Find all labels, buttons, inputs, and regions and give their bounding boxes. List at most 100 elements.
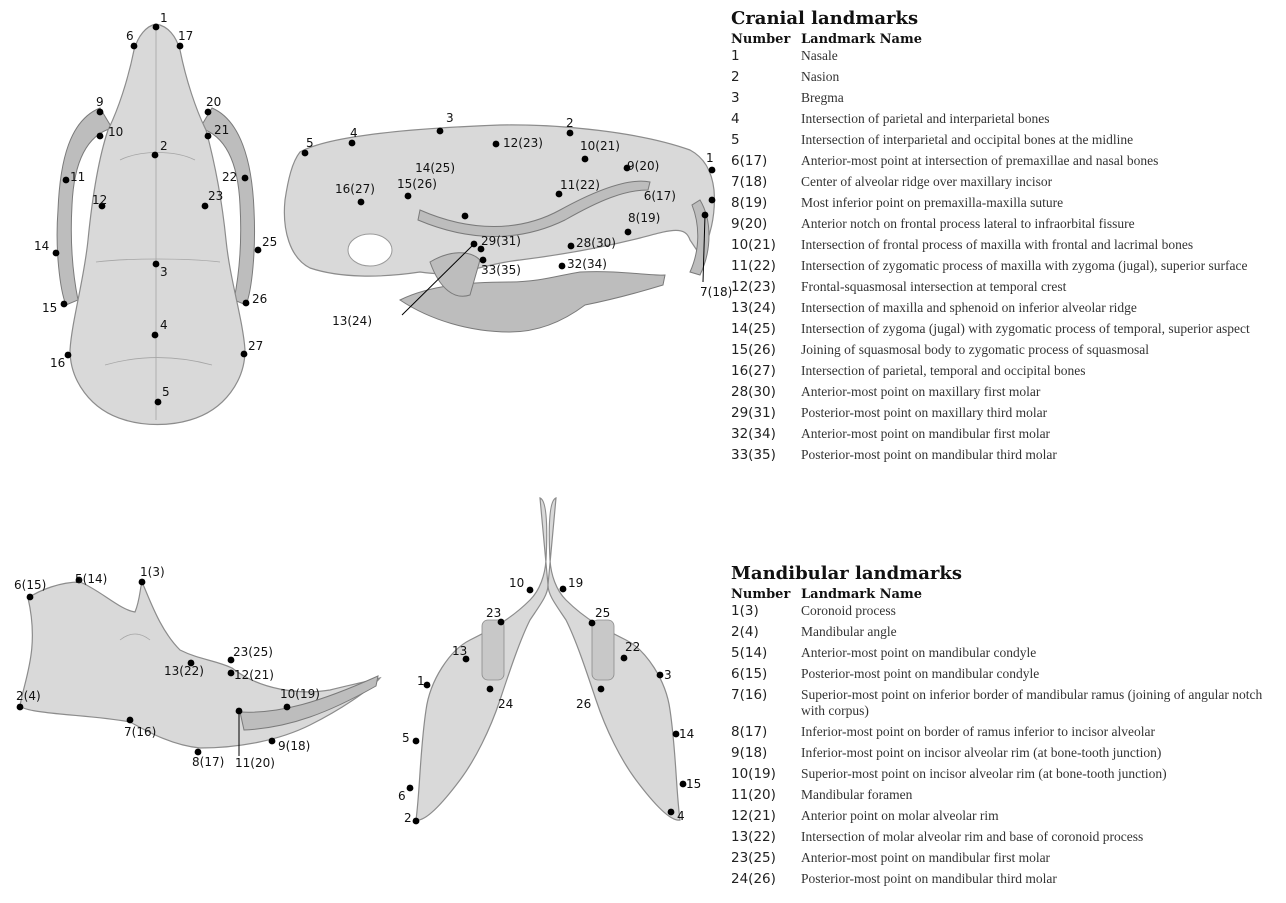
landmark-dot <box>243 300 250 307</box>
landmark-name: Intersection of zygoma (jugal) with zygo… <box>801 321 1250 342</box>
landmark-label: 6(17) <box>644 189 676 203</box>
landmark-name: Anterior-most point on mandibular first … <box>801 426 1250 447</box>
landmark-row: 5(14)Anterior-most point on mandibular c… <box>731 645 1286 666</box>
landmark-label: 2 <box>566 116 574 130</box>
landmark-label: 21 <box>214 123 229 137</box>
landmark-row: 6(15)Posterior-most point on mandibular … <box>731 666 1286 687</box>
landmark-number: 7(18) <box>731 174 801 195</box>
landmark-dot <box>493 141 500 148</box>
landmark-label: 9 <box>96 95 104 109</box>
landmark-label: 7(18) <box>700 285 732 299</box>
landmark-name: Inferior-most point on incisor alveolar … <box>801 745 1286 766</box>
landmark-name: Mandibular angle <box>801 624 1286 645</box>
landmark-number: 2 <box>731 69 801 90</box>
landmark-label: 1 <box>160 11 168 25</box>
landmark-dot <box>487 686 494 693</box>
mandibular-col-number: Number <box>731 587 801 603</box>
cranial-col-name: Landmark Name <box>801 32 1250 48</box>
landmark-number: 1(3) <box>731 603 801 624</box>
landmark-label: 26 <box>252 292 267 306</box>
landmark-row: 11(20)Mandibular foramen <box>731 787 1286 808</box>
landmark-label: 22 <box>625 640 640 654</box>
landmark-label: 6(15) <box>14 578 46 592</box>
landmark-number: 8(17) <box>731 724 801 745</box>
landmark-dot <box>17 704 24 711</box>
landmark-row: 15(26)Joining of squasmosal body to zygo… <box>731 342 1250 363</box>
landmark-label: 27 <box>248 339 263 353</box>
landmark-label: 17 <box>178 29 193 43</box>
landmark-name: Posterior-most point on mandibular third… <box>801 871 1286 892</box>
landmark-dot <box>284 704 291 711</box>
landmark-dot <box>560 586 567 593</box>
landmark-row: 10(21)Intersection of frontal process of… <box>731 237 1250 258</box>
landmark-label: 26 <box>576 697 591 711</box>
cranial-header-row: Number Landmark Name <box>731 32 1250 48</box>
landmark-number: 6(15) <box>731 666 801 687</box>
landmark-label: 24 <box>498 697 513 711</box>
landmark-number: 10(21) <box>731 237 801 258</box>
landmark-name: Anterior notch on frontal process latera… <box>801 216 1250 237</box>
landmark-dot <box>131 43 138 50</box>
landmark-name: Frontal-squasmosal intersection at tempo… <box>801 279 1250 300</box>
landmark-row: 23(25)Anterior-most point on mandibular … <box>731 850 1286 871</box>
landmark-number: 6(17) <box>731 153 801 174</box>
landmark-name: Center of alveolar ridge over maxillary … <box>801 174 1250 195</box>
landmark-label: 25 <box>595 606 610 620</box>
landmark-number: 11(20) <box>731 787 801 808</box>
landmark-number: 2(4) <box>731 624 801 645</box>
mandibular-header-row: Number Landmark Name <box>731 587 1286 603</box>
landmark-row: 2Nasion <box>731 69 1250 90</box>
landmark-name: Posterior-most point on maxillary third … <box>801 405 1250 426</box>
landmark-dot <box>155 399 162 406</box>
landmark-dot <box>709 167 716 174</box>
landmark-label: 15 <box>686 777 701 791</box>
landmark-row: 3Bregma <box>731 90 1250 111</box>
landmark-label: 10 <box>108 125 123 139</box>
landmark-dot <box>65 352 72 359</box>
landmark-number: 24(26) <box>731 871 801 892</box>
landmark-name: Nasale <box>801 48 1250 69</box>
landmark-label: 29(31) <box>481 234 521 248</box>
landmark-label: 1 <box>417 674 425 688</box>
landmark-dot <box>589 620 596 627</box>
landmark-dot <box>242 175 249 182</box>
landmark-label: 13(22) <box>164 664 204 678</box>
landmark-dot <box>462 213 469 220</box>
landmark-number: 29(31) <box>731 405 801 426</box>
cranial-panel: Cranial landmarks Number Landmark Name 1… <box>731 8 1283 468</box>
landmark-name: Inferior-most point on border of ramus i… <box>801 724 1286 745</box>
landmark-name: Bregma <box>801 90 1250 111</box>
skull-dorsal-view <box>57 24 254 425</box>
landmark-label: 13(24) <box>332 314 372 328</box>
landmark-dot <box>559 263 566 270</box>
landmark-row: 14(25)Intersection of zygoma (jugal) wit… <box>731 321 1250 342</box>
landmark-number: 12(21) <box>731 808 801 829</box>
landmark-row: 12(21)Anterior point on molar alveolar r… <box>731 808 1286 829</box>
landmark-row: 8(17)Inferior-most point on border of ra… <box>731 724 1286 745</box>
mandibular-panel: Mandibular landmarks Number Landmark Nam… <box>731 563 1286 892</box>
landmark-number: 13(22) <box>731 829 801 850</box>
landmark-name: Intersection of parietal, temporal and o… <box>801 363 1250 384</box>
landmark-dot <box>153 261 160 268</box>
landmark-name: Coronoid process <box>801 603 1286 624</box>
landmark-label: 1 <box>706 151 714 165</box>
landmark-dot <box>97 133 104 140</box>
landmark-name: Intersection of maxilla and sphenoid on … <box>801 300 1250 321</box>
landmark-dot <box>53 250 60 257</box>
landmark-dot <box>241 351 248 358</box>
landmark-dot <box>349 140 356 147</box>
landmark-label: 10(21) <box>580 139 620 153</box>
landmark-label: 3 <box>160 265 168 279</box>
landmark-label: 3 <box>446 111 454 125</box>
cranial-col-number: Number <box>731 32 801 48</box>
landmark-dot <box>437 128 444 135</box>
landmark-number: 5(14) <box>731 645 801 666</box>
landmark-label: 1(3) <box>140 565 165 579</box>
landmark-label: 20 <box>206 95 221 109</box>
landmark-dot <box>139 579 146 586</box>
landmark-row: 28(30)Anterior-most point on maxillary f… <box>731 384 1250 405</box>
landmark-number: 1 <box>731 48 801 69</box>
landmark-label: 16(27) <box>335 182 375 196</box>
landmark-dot <box>413 738 420 745</box>
